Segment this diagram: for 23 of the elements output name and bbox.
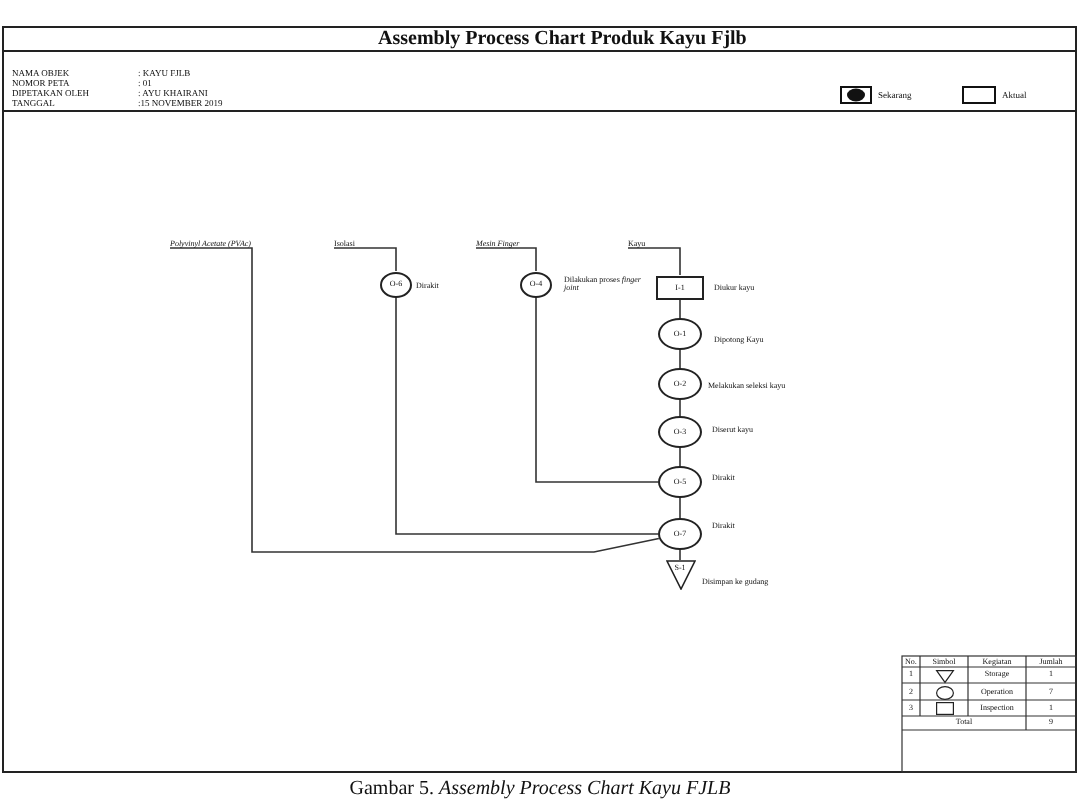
operation-circle [658,318,702,350]
connector-line [679,549,681,561]
inspection-rectangle [656,275,704,299]
connector-line [627,247,681,276]
connector-line [679,447,681,467]
connector-line [169,247,660,553]
connector-line [679,349,681,369]
operation-circle [658,416,702,448]
connector-line [535,296,659,483]
connector-line [475,247,537,272]
operation-circle [658,518,702,550]
connector-line [395,296,659,535]
operation-circle [380,271,412,297]
operation-circle [520,271,552,297]
operation-circle [658,368,702,400]
figure-caption: Gambar 5. Assembly Process Chart Kayu FJLB [349,778,731,800]
connector-line [679,497,681,519]
storage-triangle [665,560,695,590]
connector-line [679,399,681,417]
connector-line [679,298,681,319]
chart-title: Assembly Process Chart Produk Kayu Fjlb [378,28,747,50]
connector-line [333,247,397,272]
operation-circle [658,466,702,498]
